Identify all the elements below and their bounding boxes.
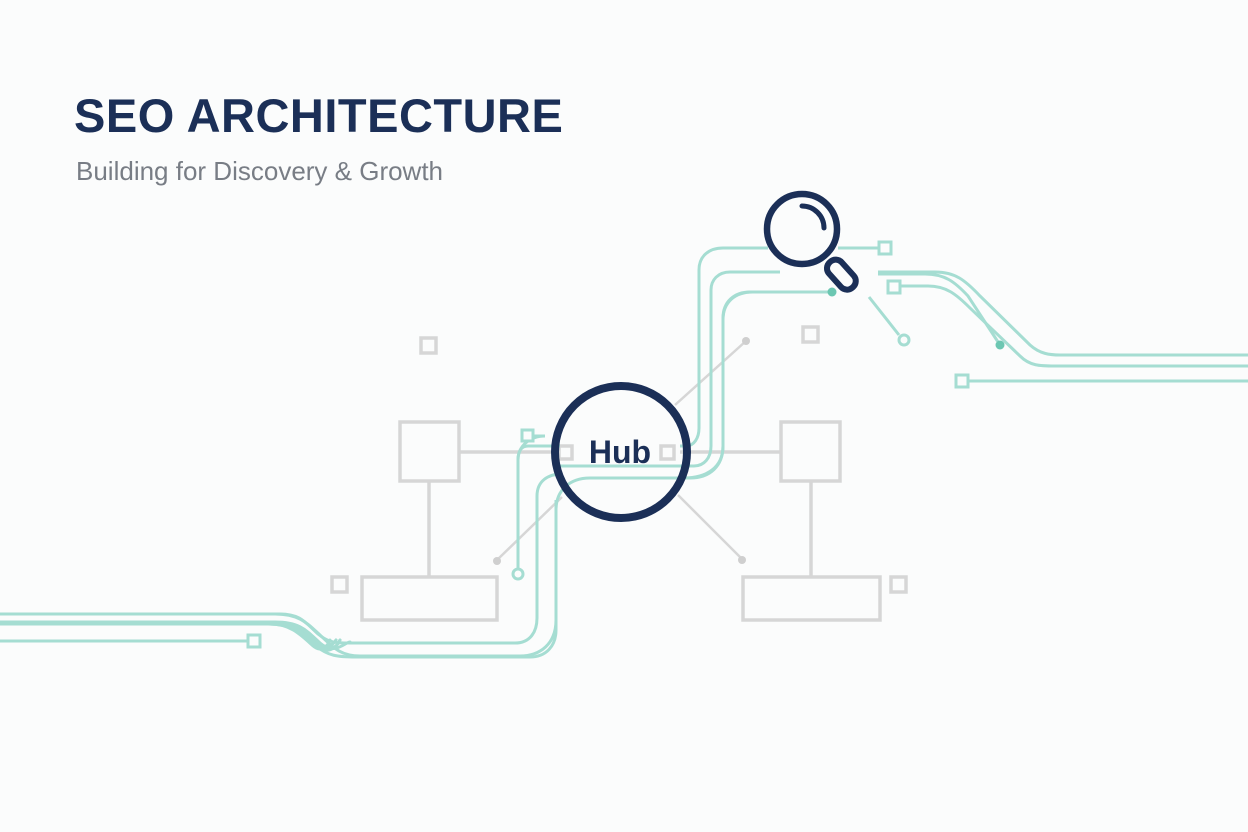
spoke-dot-lower-right xyxy=(738,556,746,564)
teal-filled-dots xyxy=(827,287,1005,350)
teal-dot-top xyxy=(827,287,837,297)
hub-node xyxy=(551,382,691,522)
link-path-inner xyxy=(0,622,332,651)
route-7 xyxy=(683,290,832,480)
right-upper-page-box xyxy=(779,420,842,483)
left-lower-page-box xyxy=(360,575,499,622)
gray-structure xyxy=(330,325,908,622)
left-small-square-2 xyxy=(330,575,349,594)
route-11 xyxy=(878,272,1002,346)
link-path-a xyxy=(0,620,352,650)
left-small-square-1 xyxy=(419,336,438,355)
spoke-dot-lower-left xyxy=(493,557,501,565)
left-upper-page-box xyxy=(398,420,461,483)
route-1 xyxy=(0,472,563,645)
hub-label: Hub xyxy=(588,434,652,470)
terminal-square-bottom-left xyxy=(246,633,262,649)
terminal-square-hub-left xyxy=(520,428,535,443)
teal-dot-right xyxy=(995,340,1005,350)
right-small-square-1 xyxy=(801,325,820,344)
route-13 xyxy=(867,296,901,336)
spoke-lower-left xyxy=(496,496,563,561)
terminal-square-right-lower xyxy=(954,373,970,389)
terminal-square-right-mid xyxy=(886,279,902,295)
terminal-square-top-right xyxy=(877,240,893,256)
terminal-circle-left xyxy=(511,567,525,581)
spoke-lower-right xyxy=(677,494,743,560)
gray-dots xyxy=(493,337,750,565)
route-6 xyxy=(556,270,780,468)
page-title: SEO ARCHITECTURE xyxy=(74,89,564,142)
magnifier-icon xyxy=(763,190,859,293)
route-2 xyxy=(0,500,558,659)
terminal-circle-right xyxy=(897,333,911,347)
spoke-dot-upper-right xyxy=(742,337,750,345)
route-9 xyxy=(878,270,1248,357)
right-lower-page-box xyxy=(741,575,882,622)
teal-terminals xyxy=(246,240,970,649)
route-10 xyxy=(900,284,1248,368)
hub-right-port xyxy=(659,444,676,461)
right-small-square-2 xyxy=(889,575,908,594)
page-subtitle: Building for Discovery & Growth xyxy=(76,156,444,186)
